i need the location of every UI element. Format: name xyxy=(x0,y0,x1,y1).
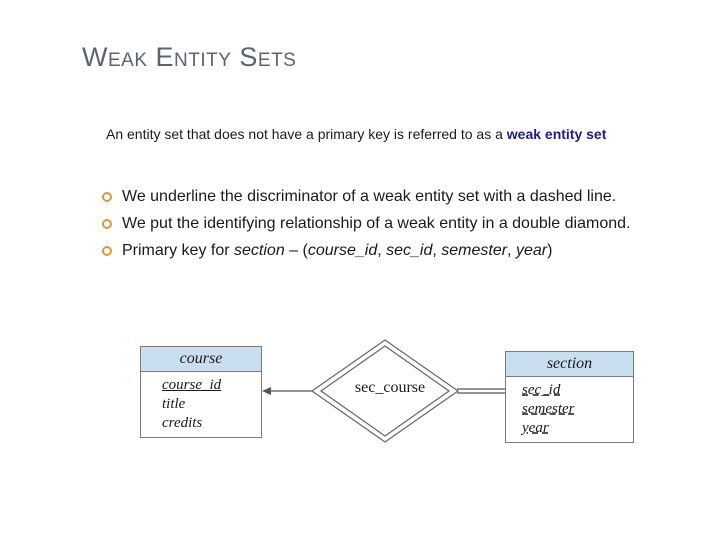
bullet-circle-icon xyxy=(102,219,112,229)
entity-attributes: sec_id semester year xyxy=(506,377,633,442)
bullet-entity: section xyxy=(234,242,285,259)
bullet-prefix: Primary key for xyxy=(122,242,235,259)
identifying-relationship-diamond-inner xyxy=(319,345,451,437)
bullet-circle-icon xyxy=(102,246,112,256)
bullet-text: We put the identifying relationship of a… xyxy=(122,215,631,232)
entity-section: section sec_id semester year xyxy=(505,351,634,443)
intro-sentence: An entity set that does not have a prima… xyxy=(106,126,507,142)
key-attr: sec_id xyxy=(386,242,433,259)
bullet-text: We underline the discriminator of a weak… xyxy=(122,188,617,205)
bullet-item: We underline the discriminator of a weak… xyxy=(102,186,642,208)
entity-course: course course_id title credits xyxy=(140,346,262,438)
key-attr: course_id xyxy=(307,242,378,259)
bullet-dash: – ( xyxy=(284,242,308,259)
primary-key-attr: course_id xyxy=(162,377,222,393)
intro-highlight: weak entity set xyxy=(506,126,607,142)
entity-attributes: course_id title credits xyxy=(141,372,261,437)
arrowhead-icon xyxy=(262,387,271,395)
intro-text: An entity set that does not have a prima… xyxy=(106,126,606,142)
slide-title: Weak Entity Sets xyxy=(82,42,297,72)
bullet-item: We put the identifying relationship of a… xyxy=(102,213,642,235)
discriminator-attr: semester xyxy=(522,401,575,417)
attribute: credits xyxy=(162,415,203,431)
bullet-list: We underline the discriminator of a weak… xyxy=(102,186,642,267)
key-attr: semester xyxy=(441,242,508,259)
bullet-close: ) xyxy=(547,242,553,259)
entity-name: course xyxy=(141,347,261,372)
relationship-label: sec_course xyxy=(354,379,426,396)
attribute: title xyxy=(162,396,186,412)
identifying-relationship-diamond-outer xyxy=(310,339,460,443)
discriminator-attr: sec_id xyxy=(522,382,561,398)
entity-name: section xyxy=(506,352,633,377)
bullet-circle-icon xyxy=(102,192,112,202)
bullet-item: Primary key for section – (course_id, se… xyxy=(102,240,642,262)
key-attr: year xyxy=(515,242,548,259)
discriminator-attr: year xyxy=(522,420,549,436)
